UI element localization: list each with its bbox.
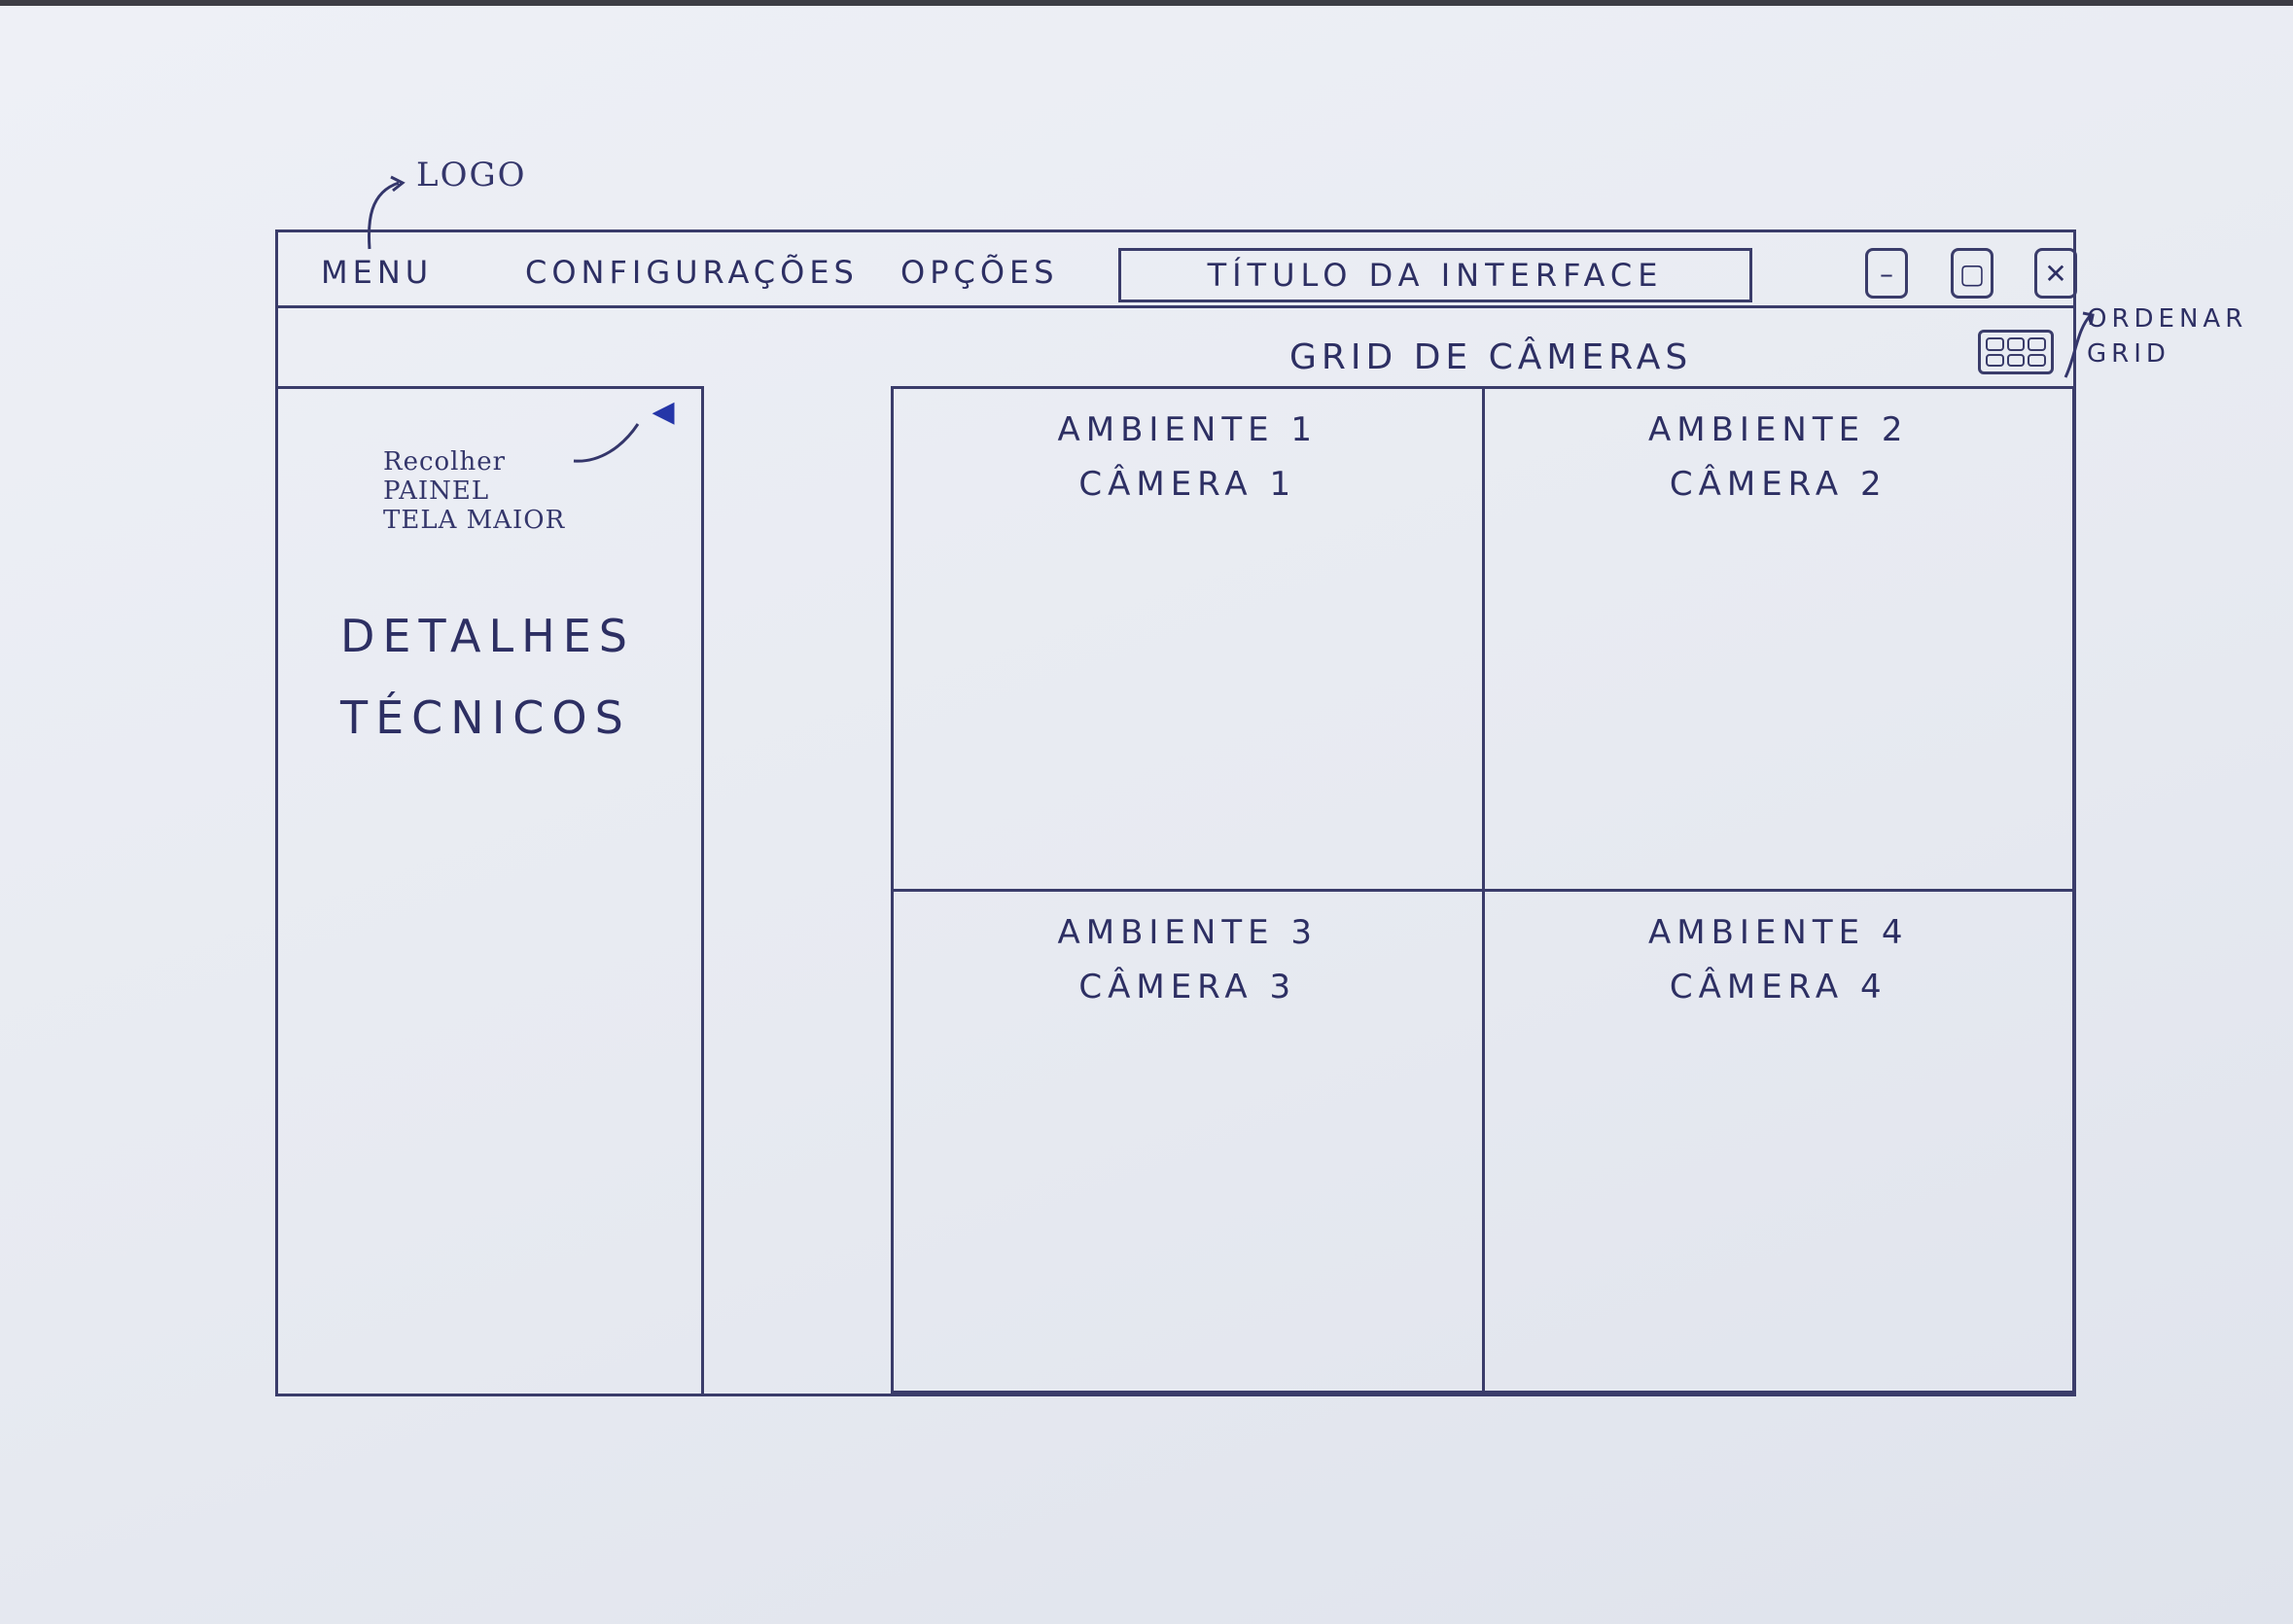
camera-environment-label: AMBIENTE 2 [1647, 410, 1909, 449]
camera-tile-1[interactable]: AMBIENTE 1 CÂMERA 1 [894, 389, 1485, 892]
camera-grid: AMBIENTE 1 CÂMERA 1 AMBIENTE 2 CÂMERA 2 … [891, 386, 2075, 1394]
camera-tile-2[interactable]: AMBIENTE 2 CÂMERA 2 [1484, 389, 2075, 892]
collapse-annotation-arrow-icon [573, 423, 640, 463]
grid-layout-icon [1986, 337, 2004, 351]
close-icon: ✕ [2044, 257, 2067, 290]
arrow-left-icon: ◀ [652, 394, 675, 429]
menu-item-menu[interactable]: MENU [321, 254, 434, 291]
minimize-button[interactable]: – [1865, 248, 1908, 299]
camera-name-label: CÂMERA 1 [1078, 465, 1297, 504]
technical-details-heading: DETALHES TÉCNICOS [340, 610, 635, 744]
menu-item-configuracoes[interactable]: CONFIGURAÇÕES [525, 254, 859, 291]
interface-title: TÍTULO DA INTERFACE [1118, 248, 1752, 302]
logo-annotation-arrow-icon [367, 175, 406, 250]
camera-tile-3[interactable]: AMBIENTE 3 CÂMERA 3 [894, 891, 1485, 1394]
camera-environment-label: AMBIENTE 3 [1057, 912, 1319, 952]
camera-environment-label: AMBIENTE 1 [1057, 410, 1319, 449]
camera-name-label: CÂMERA 3 [1078, 967, 1297, 1006]
camera-environment-label: AMBIENTE 4 [1647, 912, 1909, 952]
maximize-button[interactable]: ▢ [1951, 248, 1993, 299]
app-window: MENU CONFIGURAÇÕES OPÇÕES TÍTULO DA INTE… [275, 229, 2077, 1396]
menu-bar: MENU CONFIGURAÇÕES OPÇÕES TÍTULO DA INTE… [278, 232, 2077, 308]
camera-name-label: CÂMERA 4 [1669, 967, 1887, 1006]
collapse-panel-button[interactable]: ◀ [640, 394, 687, 429]
paper-edge [0, 0, 2293, 6]
grid-title: GRID DE CÂMERAS [1289, 337, 1693, 377]
minimize-icon: – [1880, 257, 1893, 290]
collapse-panel-annotation: Recolher PAINEL TELA MAIOR [383, 447, 566, 535]
close-button[interactable]: ✕ [2034, 248, 2077, 299]
order-grid-annotation-arrow-icon [2064, 311, 2095, 378]
camera-name-label: CÂMERA 2 [1669, 465, 1887, 504]
logo-annotation: LOGO [416, 156, 527, 194]
maximize-icon: ▢ [1958, 257, 1986, 290]
menu-item-opcoes[interactable]: OPÇÕES [900, 254, 1059, 291]
technical-details-panel: ◀ Recolher PAINEL TELA MAIOR DETALHES TÉ… [278, 386, 704, 1394]
camera-tile-4[interactable]: AMBIENTE 4 CÂMERA 4 [1484, 891, 2075, 1394]
order-grid-annotation: ORDENAR GRID [2087, 304, 2248, 369]
order-grid-button[interactable] [1978, 330, 2054, 374]
